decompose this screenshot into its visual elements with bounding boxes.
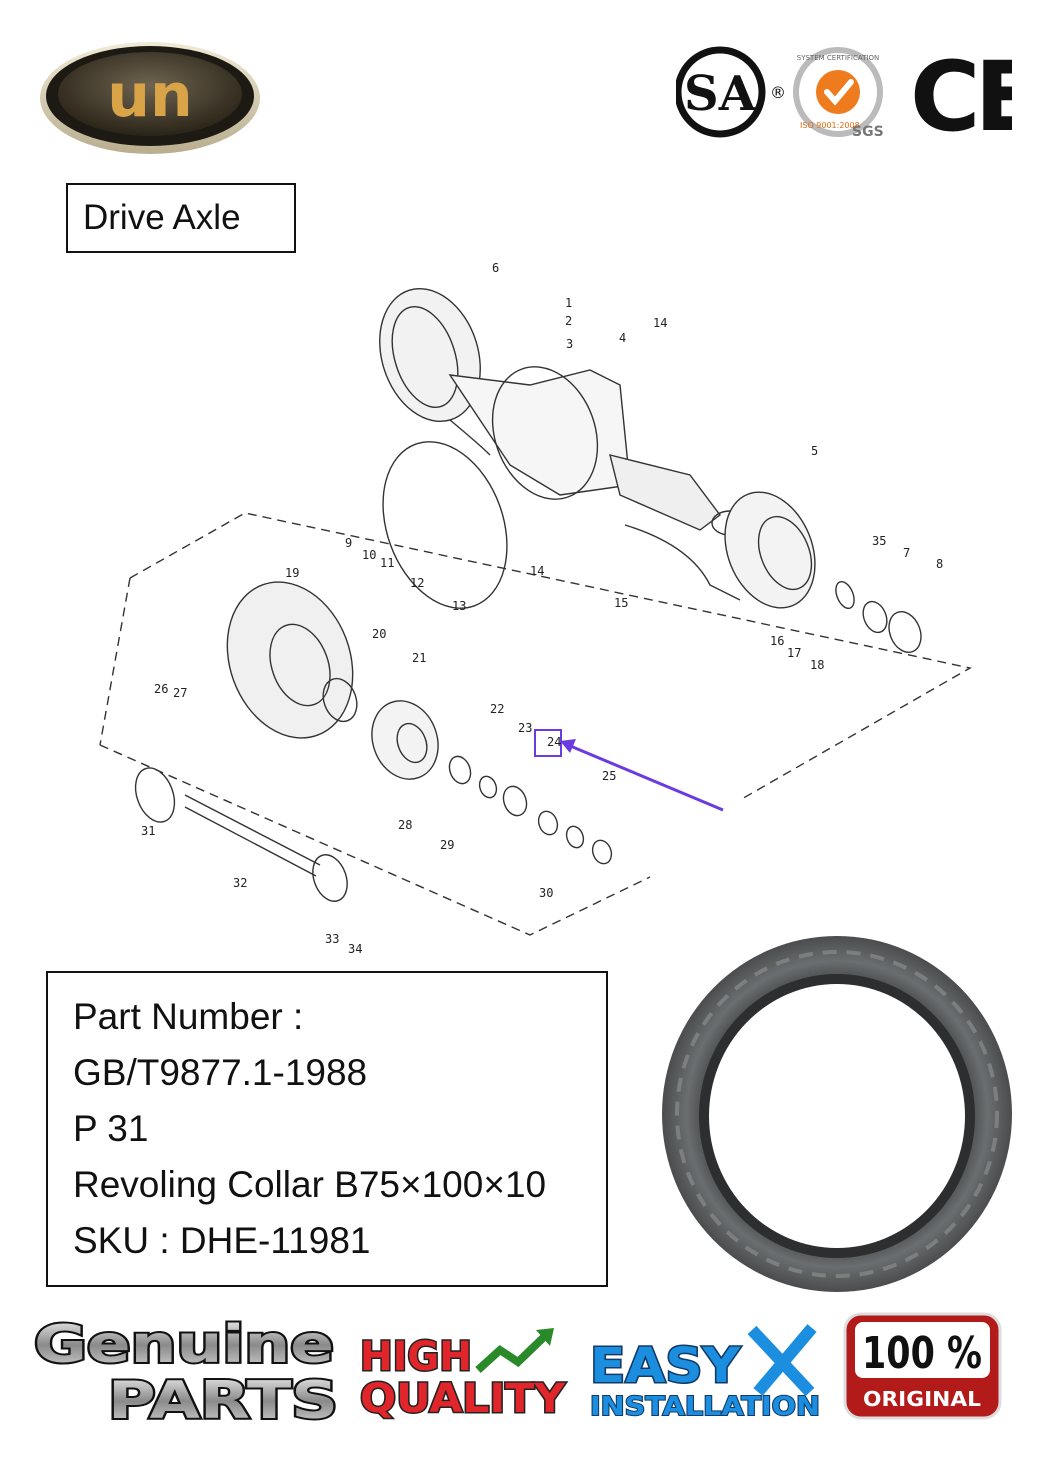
callout-2: 2 xyxy=(565,314,572,328)
callout-16: 16 xyxy=(770,634,784,648)
callout-3: 3 xyxy=(566,337,573,351)
callout-20: 20 xyxy=(372,627,386,641)
callout-15: 15 xyxy=(614,596,628,610)
svg-text:ORIGINAL: ORIGINAL xyxy=(863,1387,981,1411)
callout-19: 19 xyxy=(285,566,299,580)
part-number-label: Part Number : xyxy=(73,996,304,1037)
callout-25: 25 xyxy=(602,769,616,783)
callout-8: 8 xyxy=(936,557,943,571)
callout-13: 13 xyxy=(452,599,466,613)
callout-26: 26 xyxy=(154,682,168,696)
part-info-box: Part Number : GB/T9877.1-1988 P 31 Revol… xyxy=(46,971,608,1287)
callout-34: 34 xyxy=(348,942,362,956)
original-badge: 100 % ORIGINAL xyxy=(843,1312,1002,1420)
callout-22: 22 xyxy=(490,702,504,716)
badge-row: Genuine PARTS HIGH QUALITY EASY INSTALLA… xyxy=(30,1300,1020,1435)
callout-10: 10 xyxy=(362,548,376,562)
callout-23: 23 xyxy=(518,721,532,735)
callout-14: 14 xyxy=(530,564,544,578)
easy-installation-badge: EASY INSTALLATION xyxy=(589,1324,821,1423)
svg-text:EASY: EASY xyxy=(590,1338,741,1394)
callout-11: 11 xyxy=(380,556,394,570)
svg-text:SGS: SGS xyxy=(852,124,884,140)
oil-seal-image xyxy=(655,932,1019,1296)
part-description: Revoling Collar B75×100×10 xyxy=(73,1164,547,1205)
genuine-parts-badge: Genuine PARTS xyxy=(32,1313,340,1433)
svg-text:QUALITY: QUALITY xyxy=(360,1376,566,1422)
callout-17: 17 xyxy=(787,646,801,660)
page-title: Drive Axle xyxy=(66,183,296,253)
high-quality-badge: HIGH QUALITY xyxy=(359,1328,568,1424)
callout-27: 27 xyxy=(173,686,187,700)
svg-text:INSTALLATION: INSTALLATION xyxy=(590,1392,820,1422)
svg-text:un: un xyxy=(107,61,192,131)
standard-code: GB/T9877.1-1988 xyxy=(73,1052,368,1093)
callout-6: 6 xyxy=(492,261,499,275)
callout-30: 30 xyxy=(539,886,553,900)
position-number: P 31 xyxy=(73,1108,149,1149)
callout-14: 14 xyxy=(653,316,667,330)
svg-text:SA: SA xyxy=(684,66,757,122)
callout-32: 32 xyxy=(233,876,247,890)
brand-logo: un xyxy=(38,38,262,158)
svg-text:SYSTEM CERTIFICATION: SYSTEM CERTIFICATION xyxy=(797,54,879,62)
ce-mark: CE xyxy=(910,41,1040,153)
svg-text:PARTS: PARTS xyxy=(108,1371,338,1431)
callout-35: 35 xyxy=(872,534,886,548)
svg-text:100 %: 100 % xyxy=(862,1328,982,1379)
callout-12: 12 xyxy=(410,576,424,590)
callout-28: 28 xyxy=(398,818,412,832)
csa-logo: SA ® xyxy=(674,46,786,138)
callout-1: 1 xyxy=(565,296,572,310)
callout-21: 21 xyxy=(412,651,426,665)
callout-5: 5 xyxy=(811,444,818,458)
callout-4: 4 xyxy=(619,331,626,345)
sku: SKU : DHE-11981 xyxy=(73,1220,371,1261)
svg-text:Genuine: Genuine xyxy=(34,1315,334,1375)
svg-text:CE: CE xyxy=(910,41,1012,144)
tools-icon xyxy=(747,1324,817,1397)
callout-31: 31 xyxy=(141,824,155,838)
svg-text:HIGH: HIGH xyxy=(360,1334,472,1380)
sgs-iso-logo: SYSTEM CERTIFICATION ISO 9001:2008 SGS xyxy=(793,47,884,140)
callout-9: 9 xyxy=(345,536,352,550)
svg-text:ISO 9001:2008: ISO 9001:2008 xyxy=(800,121,860,130)
callout-29: 29 xyxy=(440,838,454,852)
callout-7: 7 xyxy=(903,546,910,560)
svg-text:®: ® xyxy=(770,83,786,102)
callout-33: 33 xyxy=(325,932,339,946)
certification-logos: SA ® SYSTEM CERTIFICATION ISO 9001:2008 … xyxy=(674,40,1040,153)
callout-18: 18 xyxy=(810,658,824,672)
page-title-text: Drive Axle xyxy=(83,198,241,237)
callout-24: 24 xyxy=(547,735,561,749)
